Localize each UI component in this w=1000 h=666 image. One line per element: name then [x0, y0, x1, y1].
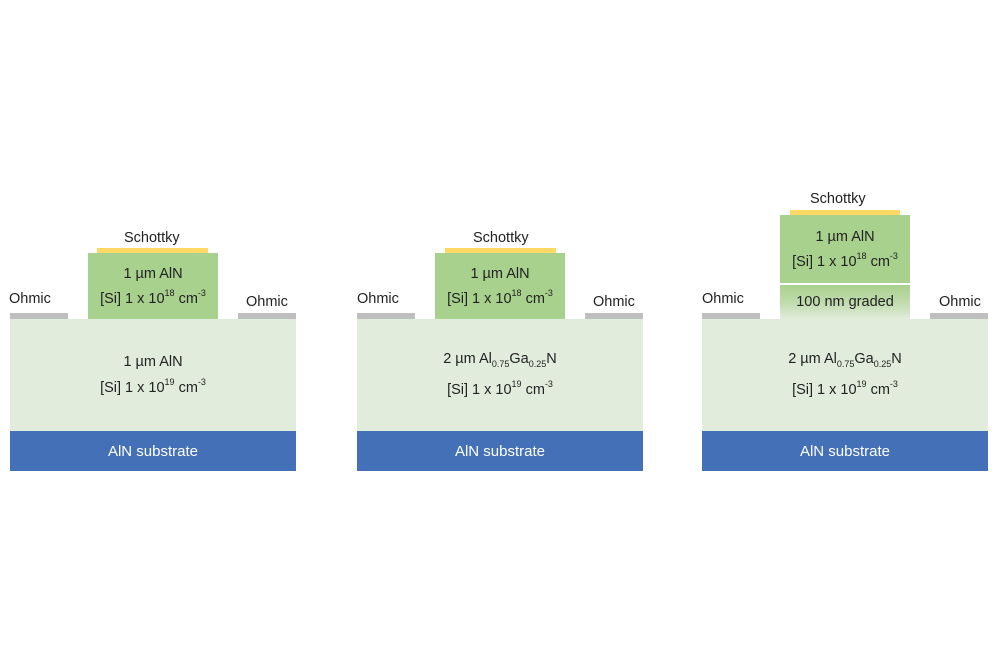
mesa-thickness: 1 µm AlN: [815, 228, 875, 245]
mesa-doping: [Si] 1 x 1018 cm-3: [792, 250, 898, 270]
mesa-thickness: 1 µm AlN: [123, 265, 183, 282]
ohmic-left-label: Ohmic: [702, 291, 744, 307]
ohmic-right-label: Ohmic: [246, 294, 288, 310]
schottky-contact: [790, 210, 900, 215]
drift-thickness: 1 µm AlN: [123, 353, 183, 370]
mesa-layer: 1 µm AlN [Si] 1 x 1018 cm-3: [435, 253, 565, 319]
substrate-label: AlN substrate: [454, 442, 546, 460]
substrate-layer: AlN substrate: [357, 431, 643, 471]
graded-label: 100 nm graded: [796, 294, 894, 310]
ohmic-left-contact: [702, 313, 760, 319]
drift-layer: 1 µm AlN [Si] 1 x 1019 cm-3: [10, 319, 296, 431]
mesa-doping: [Si] 1 x 1018 cm-3: [100, 287, 206, 307]
substrate-layer: AlN substrate: [10, 431, 296, 471]
drift-doping: [Si] 1 x 1019 cm-3: [792, 379, 898, 398]
schottky-contact: [445, 248, 556, 253]
graded-layer: 100 nm graded: [780, 285, 910, 319]
substrate-layer: AlN substrate: [702, 431, 988, 471]
ohmic-right-label: Ohmic: [593, 294, 635, 310]
drift-doping: [Si] 1 x 1019 cm-3: [100, 376, 206, 396]
schottky-label: Schottky: [810, 191, 866, 207]
ohmic-right-contact: [585, 313, 643, 319]
layer-divider: [780, 283, 910, 285]
mesa-doping: [Si] 1 x 1018 cm-3: [447, 287, 553, 307]
drift-layer: 2 µm Al0.75Ga0.25N [Si] 1 x 1019 cm-3: [357, 319, 643, 431]
ohmic-right-contact: [238, 313, 296, 319]
ohmic-right-contact: [930, 313, 988, 319]
ohmic-left-label: Ohmic: [357, 291, 399, 307]
schottky-contact: [97, 248, 208, 253]
drift-doping: [Si] 1 x 1019 cm-3: [447, 379, 553, 398]
ohmic-left-contact: [357, 313, 415, 319]
drift-layer: 2 µm Al0.75Ga0.25N [Si] 1 x 1019 cm-3: [702, 319, 988, 431]
drift-thickness: 2 µm Al0.75Ga0.25N: [788, 351, 902, 370]
ohmic-left-contact: [10, 313, 68, 319]
mesa-layer: 1 µm AlN [Si] 1 x 1018 cm-3: [88, 253, 218, 319]
schottky-label: Schottky: [473, 230, 529, 246]
mesa-thickness: 1 µm AlN: [470, 265, 530, 282]
ohmic-right-label: Ohmic: [939, 294, 981, 310]
schottky-label: Schottky: [124, 230, 180, 246]
substrate-label: AlN substrate: [799, 442, 891, 460]
mesa-layer: 1 µm AlN [Si] 1 x 1018 cm-3: [780, 215, 910, 283]
ohmic-left-label: Ohmic: [9, 291, 51, 307]
drift-thickness: 2 µm Al0.75Ga0.25N: [443, 351, 557, 370]
substrate-label: AlN substrate: [107, 442, 199, 460]
